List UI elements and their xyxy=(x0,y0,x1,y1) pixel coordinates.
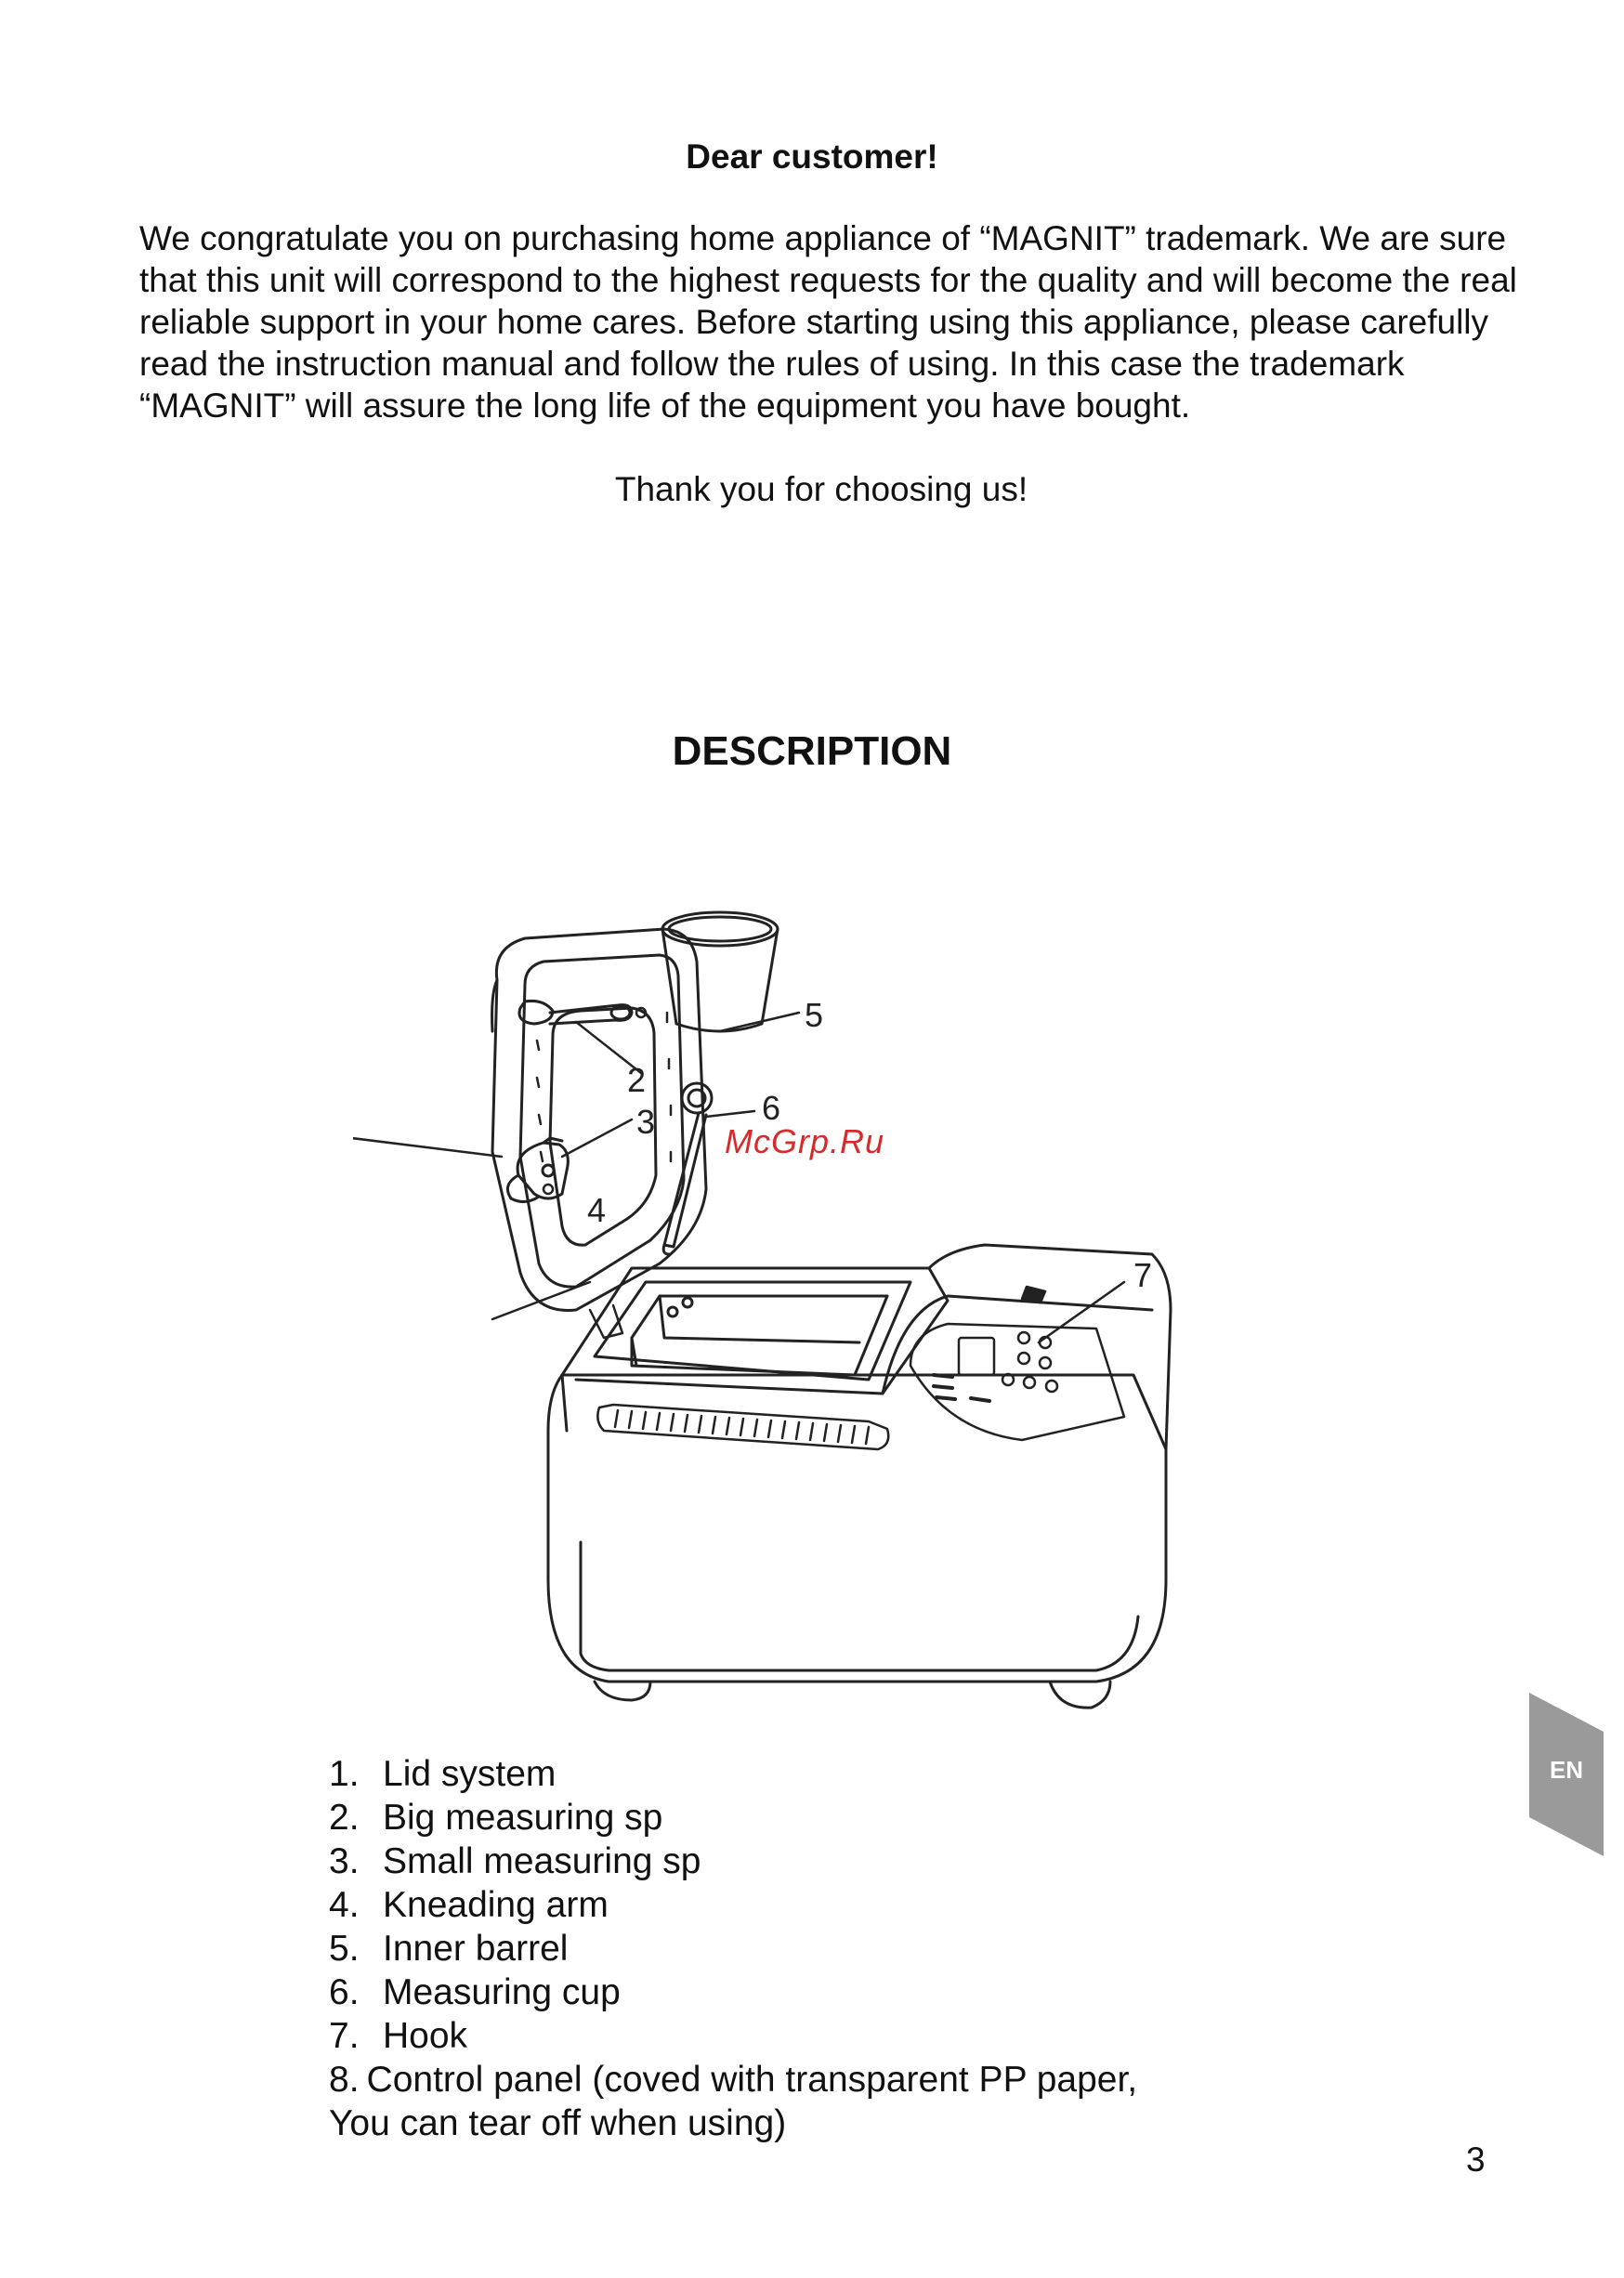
bread-maker-diagram: 1 2 3 4 5 6 7 xyxy=(353,873,1282,1747)
language-tab: EN xyxy=(1529,1693,1604,1856)
item-label: Kneading arm xyxy=(383,1885,609,1925)
item-number: 5. xyxy=(329,1929,360,1969)
item-label: Inner barrel xyxy=(383,1929,569,1969)
item-number: 4. xyxy=(329,1885,360,1925)
callout-4: 4 xyxy=(587,1191,606,1229)
lid xyxy=(491,927,708,1340)
intro-paragraph: We congratulate you on purchasing home a… xyxy=(139,219,1517,425)
item-label: Big measuring sp xyxy=(383,1798,663,1838)
bread-maker-illustration: 1 2 3 4 5 6 7 xyxy=(353,910,1172,1709)
item-label: Measuring cup xyxy=(383,1972,621,2012)
item-label: Hook xyxy=(383,2016,468,2056)
item-label: Small measuring sp xyxy=(383,1841,701,1881)
item-number: 2. xyxy=(329,1798,360,1838)
callout-3: 3 xyxy=(636,1103,655,1141)
item-number: 6. xyxy=(329,1972,360,2012)
item-number: 8. xyxy=(329,2060,360,2100)
kneading-paddle xyxy=(505,1136,570,1203)
list-item: 4. Kneading arm xyxy=(329,1883,1444,1927)
item-number: 7. xyxy=(329,2016,360,2056)
list-item: 5. Inner barrel xyxy=(329,1927,1444,1970)
callout-6: 6 xyxy=(762,1089,780,1127)
list-item: 1. Lid system xyxy=(329,1752,1444,1796)
parts-list: 1. Lid system 2. Big measuring sp 3. Small … xyxy=(329,1752,1444,2145)
item-label-continued: You can tear off when using) xyxy=(329,2103,787,2143)
list-item: 8.Control panel (coved with transparent … xyxy=(329,2058,1444,2145)
callout-7: 7 xyxy=(1133,1256,1152,1294)
item-label: Lid system xyxy=(383,1754,557,1794)
list-item: 2. Big measuring sp xyxy=(329,1796,1444,1839)
list-item: 3. Small measuring sp xyxy=(329,1839,1444,1883)
language-tab-label: EN xyxy=(1549,1756,1584,1784)
thanks-line: Thank you for choosing us! xyxy=(614,470,1028,508)
item-label: Control panel (coved with transparent PP… xyxy=(366,2060,1138,2100)
hook xyxy=(661,1081,714,1256)
callout-5: 5 xyxy=(805,996,823,1034)
list-item: 7. Hook xyxy=(329,2014,1444,2058)
list-item: 6. Measuring cup xyxy=(329,1970,1444,2014)
machine-body xyxy=(546,1243,1172,1709)
description-heading: DESCRIPTION xyxy=(672,728,952,774)
greeting-heading: Dear customer! xyxy=(686,137,938,176)
page-number: 3 xyxy=(1466,2141,1486,2179)
item-number: 3. xyxy=(329,1841,360,1881)
measuring-spoon-big xyxy=(517,1000,634,1026)
callout-2: 2 xyxy=(627,1061,646,1099)
watermark: McGrp.Ru xyxy=(725,1122,885,1160)
item-number: 1. xyxy=(329,1754,360,1794)
language-tab-shape xyxy=(1529,1693,1604,1856)
